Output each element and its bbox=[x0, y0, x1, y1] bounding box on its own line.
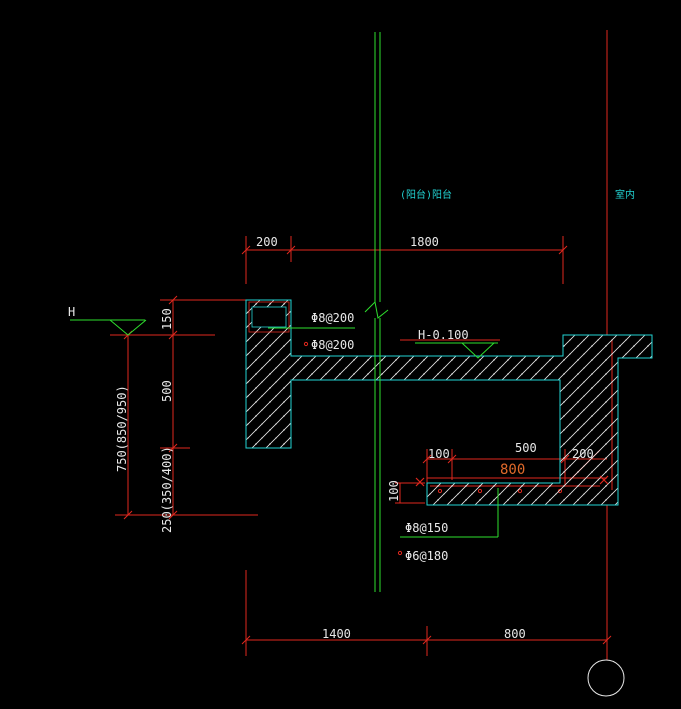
dim-left-500: 500 bbox=[160, 380, 174, 402]
dim-left-750: 750(850/950) bbox=[115, 385, 129, 472]
rebar-dots bbox=[253, 307, 563, 556]
dim-step-200: 200 bbox=[572, 447, 594, 461]
label-rebar-bottom-2: Φ6@180 bbox=[405, 549, 448, 563]
dim-bottom-left: 1400 bbox=[322, 627, 351, 641]
dim-step-100-left: 100 bbox=[428, 447, 450, 461]
label-level-h-minus: H-0.100 bbox=[418, 328, 469, 342]
leader-lines bbox=[70, 32, 499, 592]
dim-step-800: 800 bbox=[500, 462, 525, 478]
dim-step-500: 500 bbox=[515, 441, 537, 455]
concrete-section bbox=[245, 299, 653, 506]
dim-top-left: 200 bbox=[256, 235, 278, 249]
dim-step-100-vert: 100 bbox=[387, 480, 401, 502]
dim-left-250: 250(350/400) bbox=[160, 446, 174, 533]
dim-bottom-right: 800 bbox=[504, 627, 526, 641]
label-indoor: 室内 bbox=[615, 188, 635, 201]
dim-left-150: 150 bbox=[160, 308, 174, 330]
label-balcony: (阳台)阳台 bbox=[400, 188, 452, 201]
label-rebar-bottom-1: Φ8@150 bbox=[405, 521, 448, 535]
label-rebar-top-2: Φ8@200 bbox=[311, 338, 354, 352]
label-level-h: H bbox=[68, 305, 75, 319]
level-marks bbox=[415, 475, 609, 487]
axis-bubble-icon bbox=[587, 659, 625, 697]
label-rebar-top-1: Φ8@200 bbox=[311, 311, 354, 325]
dim-top-right: 1800 bbox=[410, 235, 439, 249]
